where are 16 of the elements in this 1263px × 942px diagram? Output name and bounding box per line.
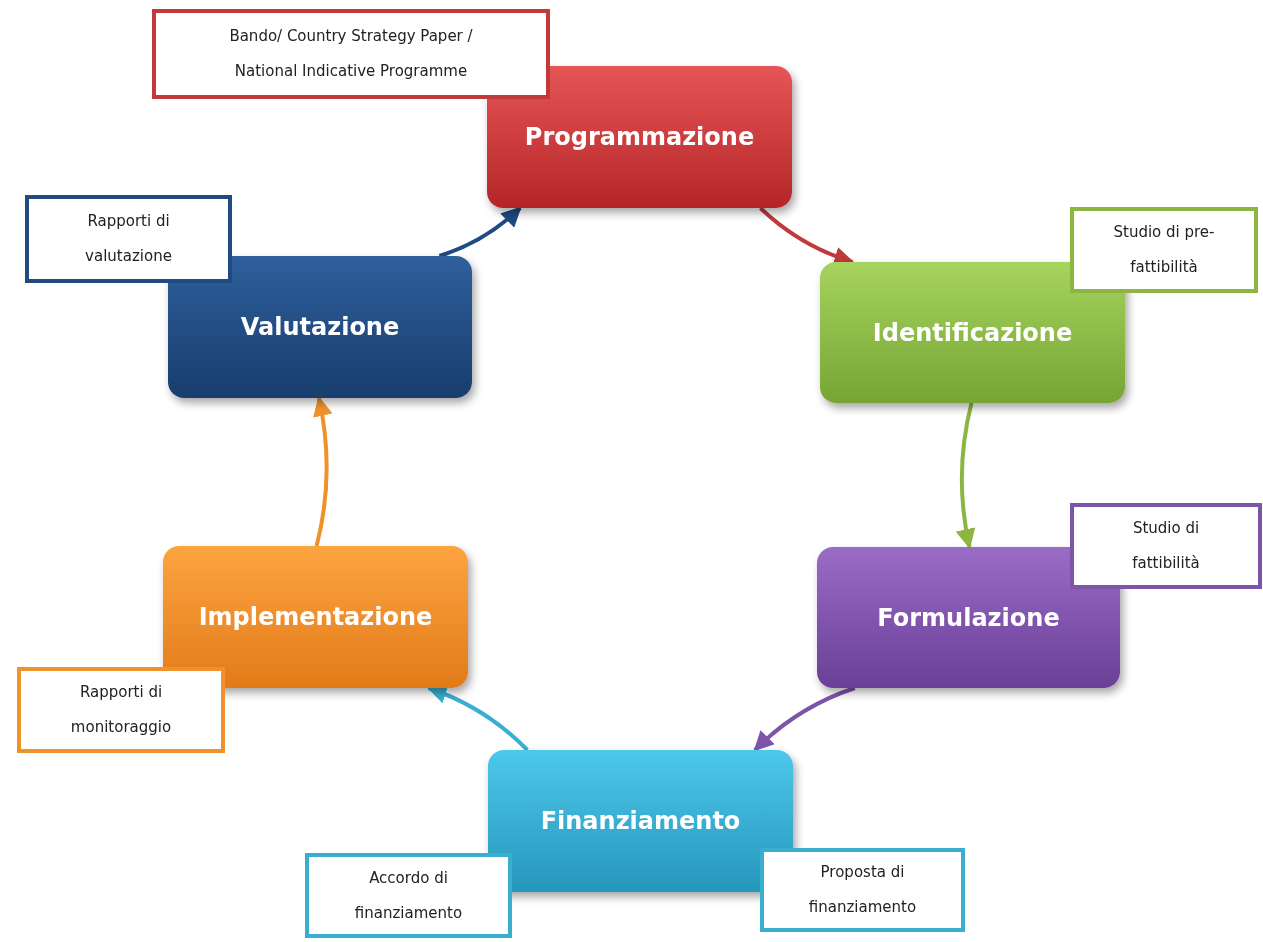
note-box: Rapporti di valutazione xyxy=(25,195,232,283)
arrow xyxy=(753,686,856,752)
note-box: Accordo di finanziamento xyxy=(305,853,512,938)
arrow xyxy=(438,206,522,258)
note-box: Studio di fattibilità xyxy=(1070,503,1262,589)
process-box: Programmazione xyxy=(487,66,792,208)
note-box: Proposta di finanziamento xyxy=(760,848,965,932)
arrow xyxy=(956,402,976,549)
process-box: Formulazione xyxy=(817,547,1120,688)
note-box: Rapporti di monitoraggio xyxy=(17,667,225,753)
process-box: Identificazione xyxy=(820,262,1125,403)
process-box: Finanziamento xyxy=(488,750,793,892)
arrow xyxy=(312,396,333,547)
note-box: Studio di pre-fattibilità xyxy=(1070,207,1258,293)
note-box: Bando/ Country Strategy Paper / National Indicative Programme xyxy=(152,9,550,99)
process-box: Implementazione xyxy=(163,546,468,688)
